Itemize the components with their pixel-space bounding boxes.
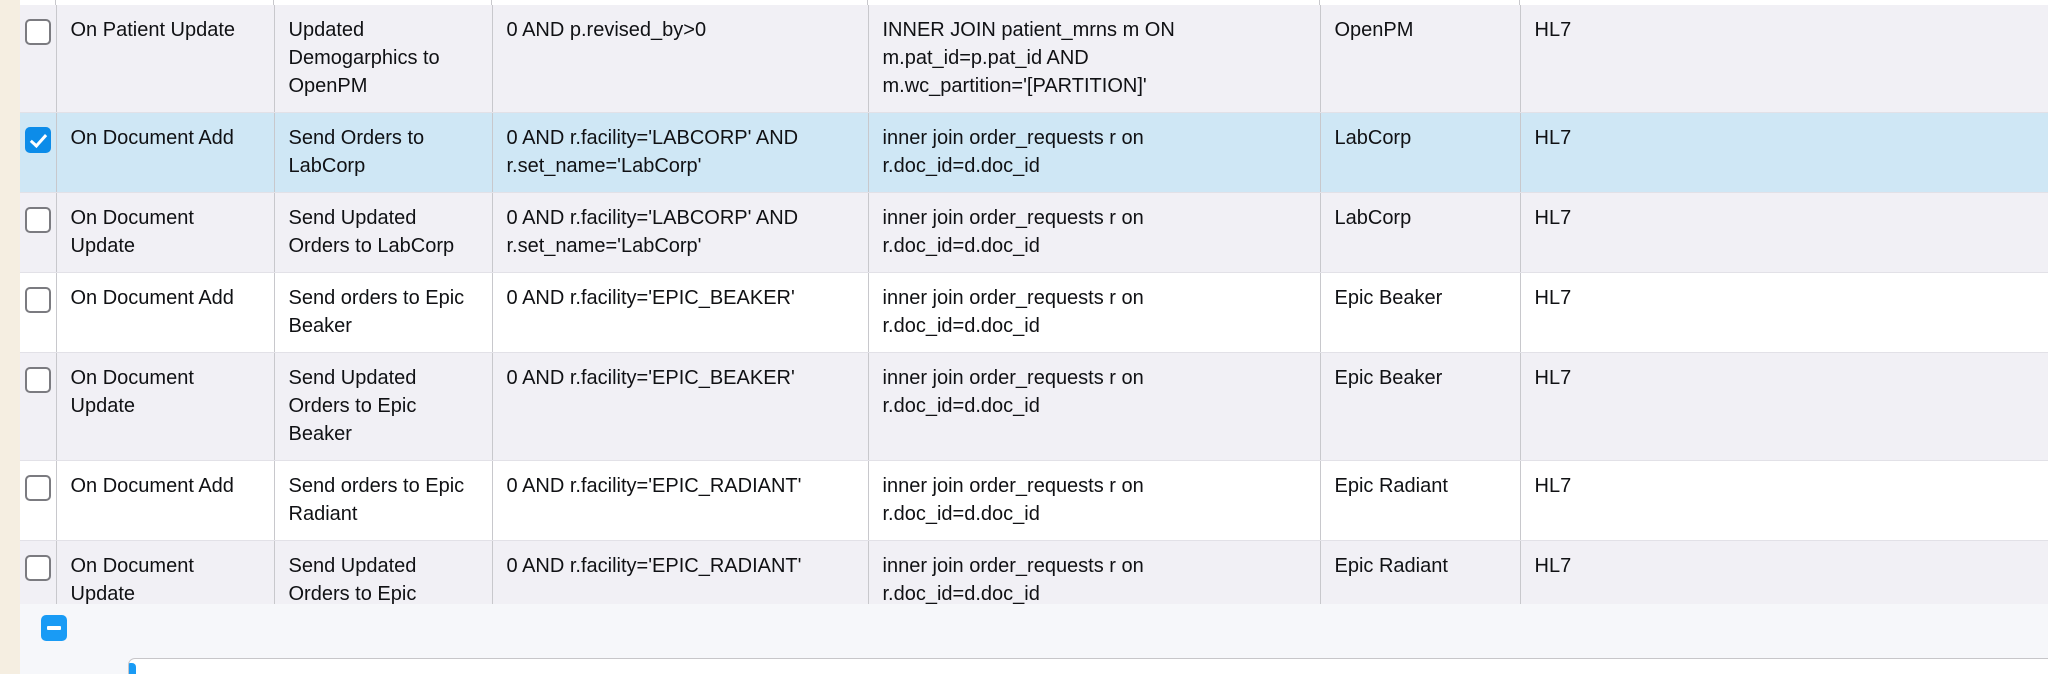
cell-destination[interactable]: LabCorp: [1320, 112, 1521, 193]
row-select-cell[interactable]: [20, 192, 57, 273]
cell-destination[interactable]: Epic Beaker: [1320, 272, 1521, 353]
row-select-cell[interactable]: [20, 272, 57, 353]
cell-join[interactable]: inner join order_requests r on r.doc_id=…: [868, 352, 1321, 461]
cell-name[interactable]: Send Updated Orders to Epic Beaker: [274, 352, 493, 461]
cell-name[interactable]: Updated Demogarphics to OpenPM: [274, 5, 493, 113]
row-select-checkbox[interactable]: [24, 366, 51, 393]
detail-panel-accent-bar: [129, 663, 136, 674]
row-select-checkbox[interactable]: [24, 18, 51, 45]
cell-format[interactable]: HL7: [1520, 272, 2048, 353]
cell-name[interactable]: Send orders to Epic Beaker: [274, 272, 493, 353]
row-select-checkbox[interactable]: [24, 126, 51, 153]
detail-panel[interactable]: [128, 658, 2048, 674]
row-select-checkbox[interactable]: [24, 206, 51, 233]
cell-name[interactable]: Send orders to Epic Radiant: [274, 460, 493, 541]
cell-join[interactable]: inner join order_requests r on r.doc_id=…: [868, 460, 1321, 541]
cell-event[interactable]: On Document Update: [56, 352, 275, 461]
cell-event[interactable]: On Document Add: [56, 112, 275, 193]
cell-condition[interactable]: 0 AND r.facility='EPIC_BEAKER': [492, 352, 869, 461]
cell-name[interactable]: Send Updated Orders to LabCorp: [274, 192, 493, 273]
cell-condition[interactable]: 0 AND r.facility='LABCORP' AND r.set_nam…: [492, 192, 869, 273]
page-left-gutter: [0, 0, 20, 674]
collapse-detail-minus-icon[interactable]: [41, 615, 67, 641]
cell-event[interactable]: On Document Add: [56, 272, 275, 353]
cell-destination[interactable]: OpenPM: [1320, 5, 1521, 113]
cell-format[interactable]: HL7: [1520, 192, 2048, 273]
row-select-checkbox[interactable]: [24, 286, 51, 313]
row-select-cell[interactable]: [20, 352, 57, 461]
cell-destination[interactable]: LabCorp: [1320, 192, 1521, 273]
cell-format[interactable]: HL7: [1520, 5, 2048, 113]
cell-condition[interactable]: 0 AND r.facility='LABCORP' AND r.set_nam…: [492, 112, 869, 193]
cell-format[interactable]: HL7: [1520, 352, 2048, 461]
cell-condition[interactable]: 0 AND r.facility='EPIC_RADIANT': [492, 460, 869, 541]
cell-join[interactable]: inner join order_requests r on r.doc_id=…: [868, 192, 1321, 273]
cell-name[interactable]: Send Orders to LabCorp: [274, 112, 493, 193]
row-select-checkbox[interactable]: [24, 474, 51, 501]
cell-join[interactable]: inner join order_requests r on r.doc_id=…: [868, 272, 1321, 353]
grid-detail-strip: [20, 604, 2048, 674]
row-select-checkbox[interactable]: [24, 554, 51, 581]
cell-event[interactable]: On Document Add: [56, 460, 275, 541]
cell-format[interactable]: HL7: [1520, 112, 2048, 193]
row-select-cell[interactable]: [20, 460, 57, 541]
grid-header-sliver: [20, 0, 2048, 5]
cell-format[interactable]: HL7: [1520, 460, 2048, 541]
cell-condition[interactable]: 0 AND p.revised_by>0: [492, 5, 869, 113]
cell-join[interactable]: INNER JOIN patient_mrns m ON m.pat_id=p.…: [868, 5, 1321, 113]
cell-destination[interactable]: Epic Beaker: [1320, 352, 1521, 461]
cell-condition[interactable]: 0 AND r.facility='EPIC_BEAKER': [492, 272, 869, 353]
cell-event[interactable]: On Document Update: [56, 192, 275, 273]
cell-event[interactable]: On Patient Update: [56, 5, 275, 113]
row-select-cell[interactable]: [20, 5, 57, 113]
cell-destination[interactable]: Epic Radiant: [1320, 460, 1521, 541]
row-select-cell[interactable]: [20, 112, 57, 193]
cell-join[interactable]: inner join order_requests r on r.doc_id=…: [868, 112, 1321, 193]
